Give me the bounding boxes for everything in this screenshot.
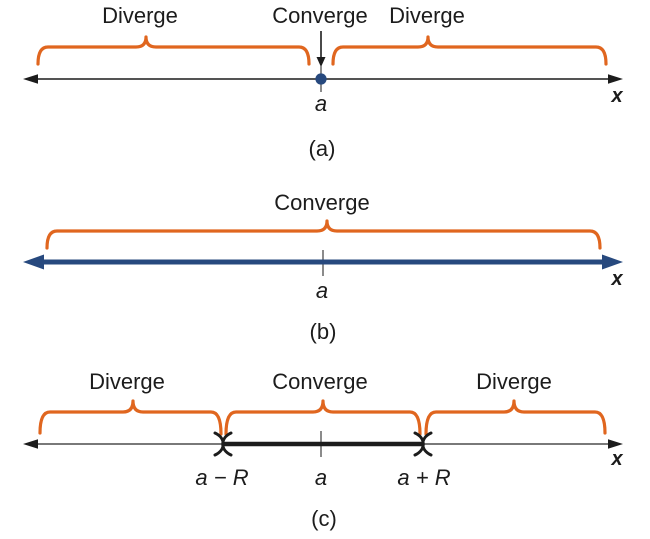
panel-c-caption: (c) bbox=[311, 506, 337, 531]
panel-a-caption: (a) bbox=[309, 136, 336, 161]
panel-b: Converge a x (b) bbox=[23, 190, 623, 344]
converge-pointer-arrowhead bbox=[316, 57, 326, 67]
brace-diverge-left-c bbox=[38, 399, 223, 436]
panel-c-left-endpoint-label: a − R bbox=[195, 465, 248, 490]
panel-c-right-endpoint-label: a + R bbox=[397, 465, 450, 490]
panel-c: Diverge Converge Diverge a − R a a + R bbox=[23, 369, 623, 531]
endpoint-mark-a-minus-R bbox=[213, 431, 233, 457]
number-line-b-left-arrowhead bbox=[23, 254, 44, 270]
panel-b-point-label: a bbox=[316, 278, 328, 303]
panel-b-axis-label: x bbox=[610, 268, 623, 290]
panel-a-diverge-left-label: Diverge bbox=[102, 3, 178, 28]
number-line-a-left-arrowhead bbox=[23, 74, 38, 84]
brace-converge-c bbox=[224, 399, 422, 436]
brace-diverge-right-c bbox=[424, 399, 607, 436]
panel-c-diverge-right-label: Diverge bbox=[476, 369, 552, 394]
number-line-a-right-arrowhead bbox=[608, 74, 623, 84]
number-line-c-left-arrowhead bbox=[23, 439, 38, 449]
number-line-b-right-arrowhead bbox=[602, 254, 623, 270]
brace-converge-b bbox=[45, 219, 602, 250]
brace-diverge-left-a bbox=[36, 35, 311, 66]
number-line-c-right-arrowhead bbox=[608, 439, 623, 449]
panel-a-converge-label: Converge bbox=[272, 3, 367, 28]
panel-b-converge-label: Converge bbox=[274, 190, 369, 215]
panel-a-diverge-right-label: Diverge bbox=[389, 3, 465, 28]
panel-c-converge-label: Converge bbox=[272, 369, 367, 394]
panel-a-axis-label: x bbox=[610, 85, 623, 107]
panel-c-point-label: a bbox=[315, 465, 327, 490]
panel-a: Diverge Converge Diverge a x (a) bbox=[23, 3, 623, 161]
panel-a-point-label: a bbox=[315, 91, 327, 116]
endpoint-mark-a-plus-R bbox=[413, 431, 433, 457]
panel-c-axis-label: x bbox=[610, 448, 623, 470]
convergence-point-dot bbox=[315, 73, 327, 85]
panel-c-diverge-left-label: Diverge bbox=[89, 369, 165, 394]
panel-b-caption: (b) bbox=[310, 319, 337, 344]
brace-diverge-right-a bbox=[331, 35, 608, 66]
